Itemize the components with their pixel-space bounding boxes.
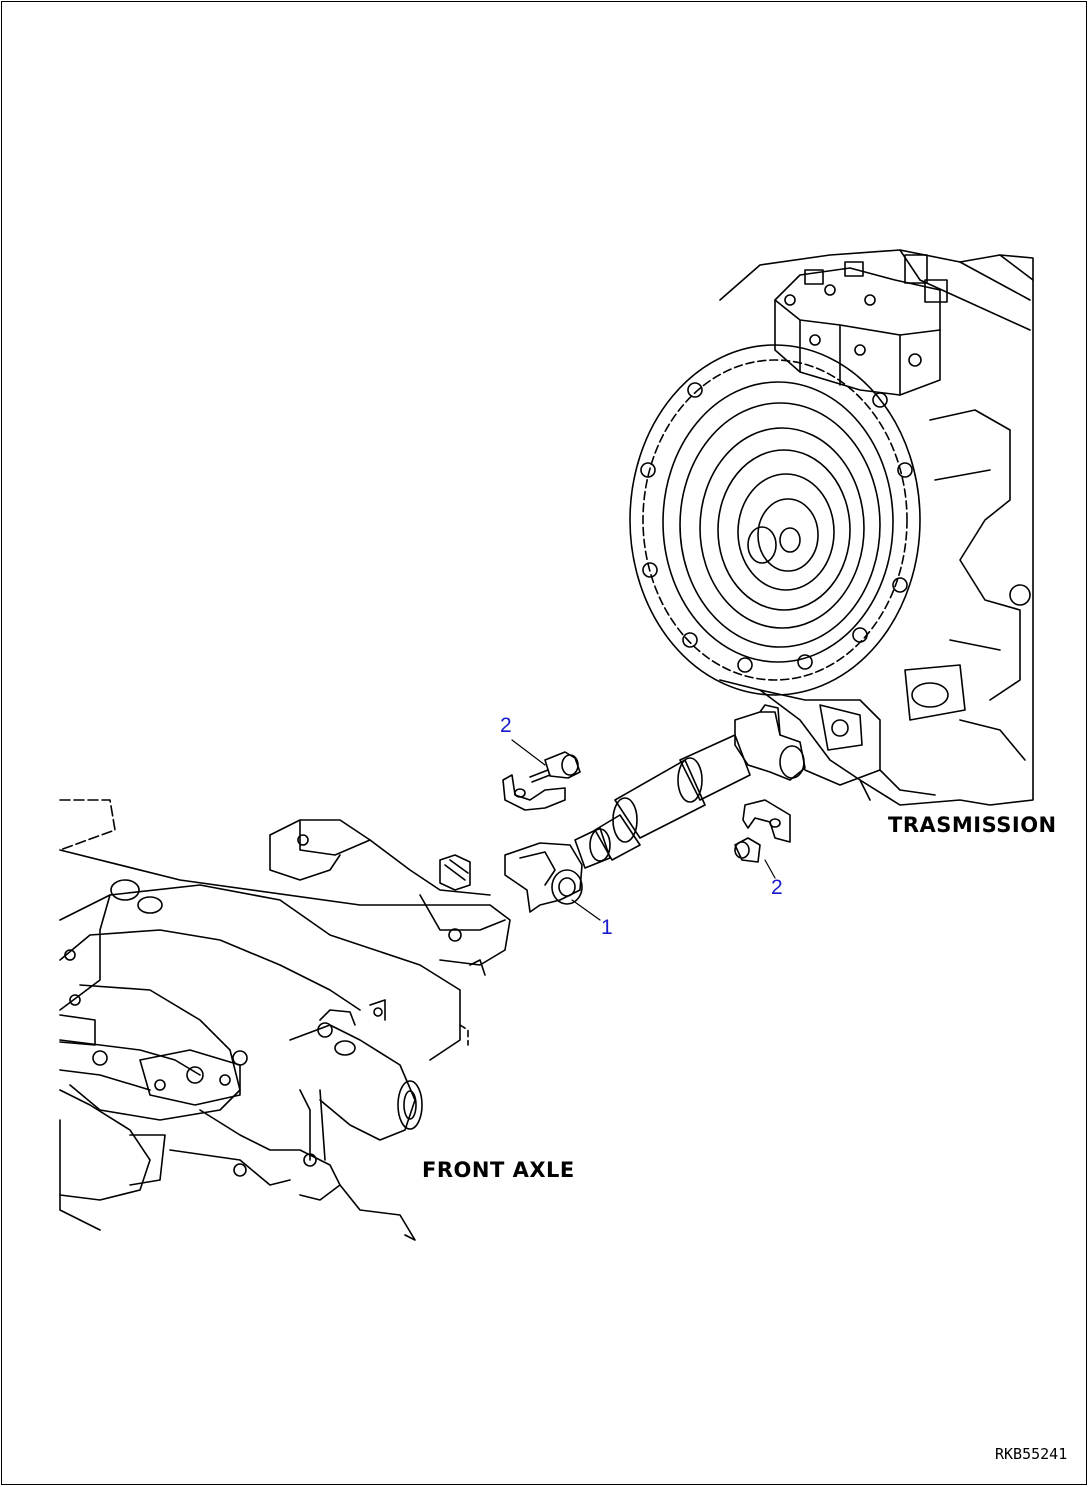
callout-2-upper: 2 xyxy=(500,714,512,737)
label-front-axle: FRONT AXLE xyxy=(422,1158,575,1182)
front-axle-assembly xyxy=(59,799,511,1241)
figure-id: RKB55241 xyxy=(995,1445,1068,1463)
callout-2-lower: 2 xyxy=(771,876,783,899)
callout-leaders xyxy=(511,739,776,921)
callout-1: 1 xyxy=(601,916,613,939)
clamp-bolt-upper xyxy=(502,751,581,811)
clamp-bolt-lower xyxy=(734,799,791,863)
label-transmission: TRASMISSION xyxy=(888,813,1057,837)
drive-shaft xyxy=(504,704,806,913)
transmission-assembly xyxy=(629,249,1034,806)
